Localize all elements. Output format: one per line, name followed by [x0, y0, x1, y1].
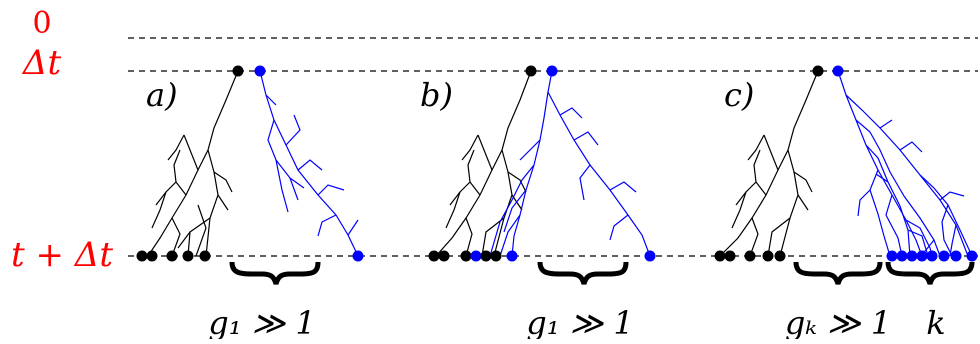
- leaf-node-black: [744, 250, 756, 262]
- leaf-node-blue: [966, 250, 978, 262]
- leaf-node-blue: [886, 250, 898, 262]
- black-branch-tree-b: [435, 70, 532, 257]
- root-node-black: [525, 65, 537, 77]
- leaf-node-black: [182, 250, 194, 262]
- panel-a: a): [136, 65, 364, 342]
- leaf-node-black: [762, 250, 774, 262]
- leaf-node-black: [199, 250, 211, 262]
- gap-label-c: gₖ ≫ 1: [785, 304, 891, 339]
- axis-label-t-plus-delta-t: t + Δt: [11, 235, 113, 275]
- panel-b: b): [420, 65, 656, 342]
- root-node-black: [232, 65, 244, 77]
- gap-brace-a: [229, 261, 321, 285]
- leaf-node-black: [428, 250, 440, 262]
- leaf-node-black: [774, 250, 786, 262]
- leaf-node-blue: [916, 250, 928, 262]
- leaf-node-black: [460, 250, 472, 262]
- black-branch-tree-c: [719, 70, 819, 257]
- blue-branch-tree-b: [489, 70, 651, 257]
- leaf-node-black: [480, 250, 492, 262]
- panel-label-a: a): [146, 76, 178, 114]
- panel-c: c): [714, 65, 978, 342]
- leaf-node-blue: [644, 250, 656, 262]
- leaf-node-blue: [896, 250, 908, 262]
- leaf-node-black: [714, 250, 726, 262]
- root-node-blue: [546, 65, 558, 77]
- cluster-brace-c: [885, 261, 975, 285]
- leaf-node-blue: [470, 250, 482, 262]
- gap-label-b: g₁ ≫ 1: [526, 304, 634, 339]
- root-node-blue: [832, 65, 844, 77]
- panel-label-c: c): [724, 76, 754, 114]
- gap-brace-c: [793, 261, 883, 285]
- cluster-label-c: k: [926, 304, 945, 339]
- leaf-node-blue: [506, 250, 518, 262]
- leaf-node-blue: [950, 250, 962, 262]
- axis-label-zero: 0: [32, 6, 51, 41]
- black-branch-tree-a: [147, 70, 239, 257]
- leaf-node-blue: [906, 250, 918, 262]
- leaf-node-blue: [938, 250, 950, 262]
- leaf-node-black: [438, 250, 450, 262]
- gap-label-a: g₁ ≫ 1: [208, 304, 316, 339]
- leaf-node-blue: [926, 250, 938, 262]
- axis-label-delta-t: Δt: [21, 43, 62, 83]
- leaf-node-blue: [352, 250, 364, 262]
- blue-branch-tree-a: [259, 70, 359, 257]
- leaf-node-black: [166, 250, 178, 262]
- root-node-black: [812, 65, 824, 77]
- gap-brace-b: [537, 261, 629, 285]
- root-node-blue: [254, 65, 266, 77]
- leaf-node-black: [724, 250, 736, 262]
- leaf-node-black: [490, 250, 502, 262]
- leaf-node-black: [136, 250, 148, 262]
- blue-branch-tree-c: [837, 70, 973, 257]
- panel-label-b: b): [420, 76, 453, 114]
- leaf-node-black: [146, 250, 158, 262]
